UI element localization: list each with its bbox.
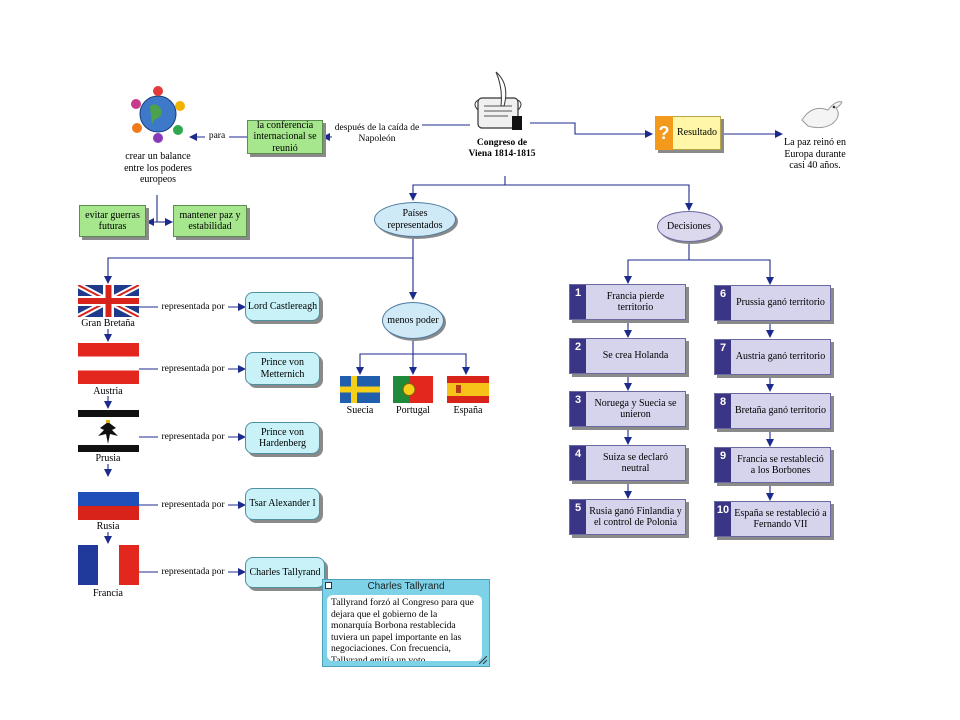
edge-label-representada-prussia: representada por <box>158 432 228 443</box>
decisions-node[interactable]: Decisiones <box>657 211 721 242</box>
decision-8[interactable]: 8 Bretaña ganó territorio <box>714 393 831 429</box>
decision-text: Francia se restableció a los Borbones <box>737 453 824 477</box>
decision-text: Austria ganó territorio <box>735 351 826 363</box>
decision-number: 9 <box>715 448 731 482</box>
decision-number: 2 <box>570 339 586 373</box>
decision-number: 5 <box>570 500 586 534</box>
decision-number: 7 <box>715 340 731 374</box>
edge-label-representada-france: representada por <box>158 567 228 578</box>
tallyrand-note-popup[interactable]: Charles Tallyrand Tallyrand forzó al Con… <box>322 579 490 667</box>
decision-text: Noruega y Suecia se unieron <box>594 397 677 421</box>
popup-title: Charles Tallyrand <box>367 581 445 592</box>
country-sweden: Suecia <box>346 405 374 416</box>
flag-russia <box>78 478 139 520</box>
question-mark-icon: ? <box>655 116 673 150</box>
decision-3[interactable]: 3 Noruega y Suecia se unieron <box>569 391 686 427</box>
decision-5[interactable]: 5 Rusia ganó Finlandia y el control de P… <box>569 499 686 535</box>
edge-label-representada-gb: representada por <box>158 302 228 313</box>
decision-text: Rusia ganó Finlandia y el control de Pol… <box>589 505 682 529</box>
popup-body: Tallyrand forzó al Congreso para que dej… <box>327 595 482 661</box>
decision-number: 1 <box>570 285 586 319</box>
country-rusia: Rusia <box>96 521 120 532</box>
popup-collapse-icon[interactable] <box>325 582 332 589</box>
represented-node[interactable]: Países representados <box>374 202 456 237</box>
quill-scroll-icon <box>474 71 522 130</box>
country-portugal: Portugal <box>396 405 430 416</box>
flag-prussia <box>78 410 139 452</box>
resize-grip-icon[interactable] <box>479 656 487 664</box>
conference-edge-label: después de la caída de Napoleón <box>332 123 422 145</box>
flag-great-britain <box>78 285 139 317</box>
decision-1[interactable]: 1 Francia pierde territorio <box>569 284 686 320</box>
edge-label-representada-russia: representada por <box>158 500 228 511</box>
decision-number: 8 <box>715 394 731 428</box>
delegate-hardenberg[interactable]: Prince von Hardenberg <box>245 422 320 454</box>
decision-text: Suiza se declaró neutral <box>603 451 668 475</box>
country-spain: España <box>453 405 483 416</box>
conference-node[interactable]: la conferencia internacional se reunió <box>247 120 323 154</box>
decision-text: España se restableció a Fernando VII <box>734 507 827 531</box>
decision-9[interactable]: 9 Francia se restableció a los Borbones <box>714 447 831 483</box>
decision-number: 6 <box>715 286 731 320</box>
delegate-castlereagh[interactable]: Lord Castlereagh <box>245 292 320 321</box>
less-power-node[interactable]: menos poder <box>382 302 444 339</box>
country-gran-bretana: Gran Bretaña <box>81 318 135 329</box>
decision-10[interactable]: 10 España se restableció a Fernando VII <box>714 501 831 537</box>
flag-france <box>78 545 139 585</box>
decision-text: Prussia ganó territorio <box>736 297 825 309</box>
decision-4[interactable]: 4 Suiza se declaró neutral <box>569 445 686 481</box>
delegate-metternich[interactable]: Prince von Metternich <box>245 352 320 385</box>
result-outcome: La paz reinó en Europa durante casi 40 a… <box>784 137 846 171</box>
decision-text: Bretaña ganó territorio <box>734 405 827 417</box>
edge-label-representada-austria: representada por <box>158 364 228 375</box>
purpose-label: crear un balance entre los poderes europ… <box>124 151 192 185</box>
delegate-tallyrand[interactable]: Charles Tallyrand <box>245 557 325 588</box>
globe-people-icon <box>131 86 185 143</box>
country-francia: Francia <box>93 588 123 599</box>
purpose-edge-label: para <box>205 131 229 142</box>
decision-number: 10 <box>715 502 731 536</box>
goal-peace-stability[interactable]: mantener paz y estabilidad <box>173 205 247 237</box>
decision-text: Se crea Holanda <box>602 350 669 362</box>
decision-7[interactable]: 7 Austria ganó territorio <box>714 339 831 375</box>
decision-number: 4 <box>570 446 586 480</box>
congress-label: Congreso de Viena 1814-1815 <box>468 138 536 159</box>
delegate-alexander[interactable]: Tsar Alexander I <box>245 488 320 520</box>
decision-text: Francia pierde territorio <box>606 290 665 314</box>
decision-6[interactable]: 6 Prussia ganó territorio <box>714 285 831 321</box>
country-prusia: Prusia <box>95 453 121 464</box>
goal-avoid-wars[interactable]: evitar guerras futuras <box>79 205 146 237</box>
decision-2[interactable]: 2 Se crea Holanda <box>569 338 686 374</box>
decision-number: 3 <box>570 392 586 426</box>
result-label: Resultado <box>677 127 717 139</box>
dove-icon <box>801 101 843 129</box>
flag-austria <box>78 343 139 384</box>
country-austria: Austria <box>93 386 123 397</box>
